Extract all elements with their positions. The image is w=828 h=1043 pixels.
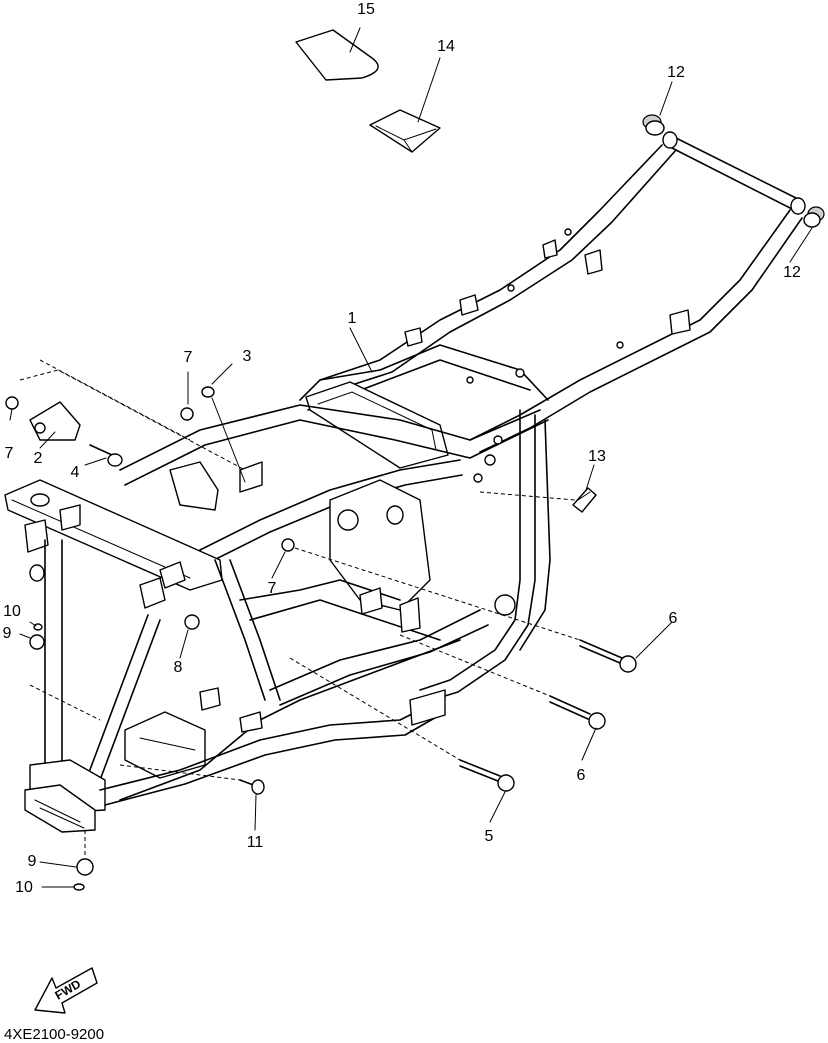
callout-8: 8 [174, 659, 183, 676]
callout-7-upper: 7 [184, 349, 193, 366]
callout-11: 11 [247, 834, 264, 851]
callout-12-lower: 12 [783, 264, 801, 281]
part-14-emblem [369, 109, 441, 153]
callout-labels: 15 14 12 12 1 7 3 7 2 4 13 7 10 9 8 6 6 … [3, 1, 801, 896]
callout-14: 14 [437, 38, 455, 55]
callout-4: 4 [71, 464, 80, 481]
part-6-bolt-upper [579, 639, 637, 673]
part-15-label [295, 29, 379, 81]
part-9-collar-lower [76, 858, 94, 876]
part-13-clamp [572, 487, 597, 513]
part-10-washer-lower [73, 883, 85, 891]
callout-5: 5 [485, 828, 494, 845]
part-7-nut-upper [180, 407, 194, 421]
callout-9-upper: 9 [3, 625, 12, 642]
part-11-fastener [239, 779, 265, 795]
part-6-bolt-lower [549, 695, 606, 730]
part-7-nut-center [281, 538, 295, 552]
callout-1: 1 [348, 310, 357, 327]
part-2-bracket [29, 401, 81, 441]
callout-15: 15 [357, 1, 375, 18]
leader-lines [9, 27, 813, 888]
part-3-bolt [201, 386, 246, 483]
callout-10-upper: 10 [3, 603, 21, 620]
part-9-collar-upper [29, 634, 45, 650]
callout-9-lower: 9 [28, 853, 37, 870]
part-8-nut [184, 614, 200, 630]
callout-12-upper: 12 [667, 64, 685, 81]
callout-6-upper: 6 [669, 610, 678, 627]
part-12-grommet-lower [803, 206, 825, 228]
callout-6-lower: 6 [577, 767, 586, 784]
part-12-grommet-upper [642, 114, 665, 136]
callout-7-left: 7 [5, 445, 14, 462]
fwd-direction-arrow: FWD [34, 967, 98, 1014]
part-4-bolt [89, 444, 123, 467]
part-7-nut-left [5, 396, 19, 410]
callout-10-lower: 10 [15, 879, 33, 896]
callout-2: 2 [34, 450, 43, 467]
main-frame [4, 131, 806, 833]
callout-7-center: 7 [268, 580, 277, 597]
diagram-code: 4XE2100-9200 [4, 1026, 104, 1043]
callout-13: 13 [588, 448, 606, 465]
part-5-bolt [459, 759, 515, 792]
callout-3: 3 [243, 348, 252, 365]
